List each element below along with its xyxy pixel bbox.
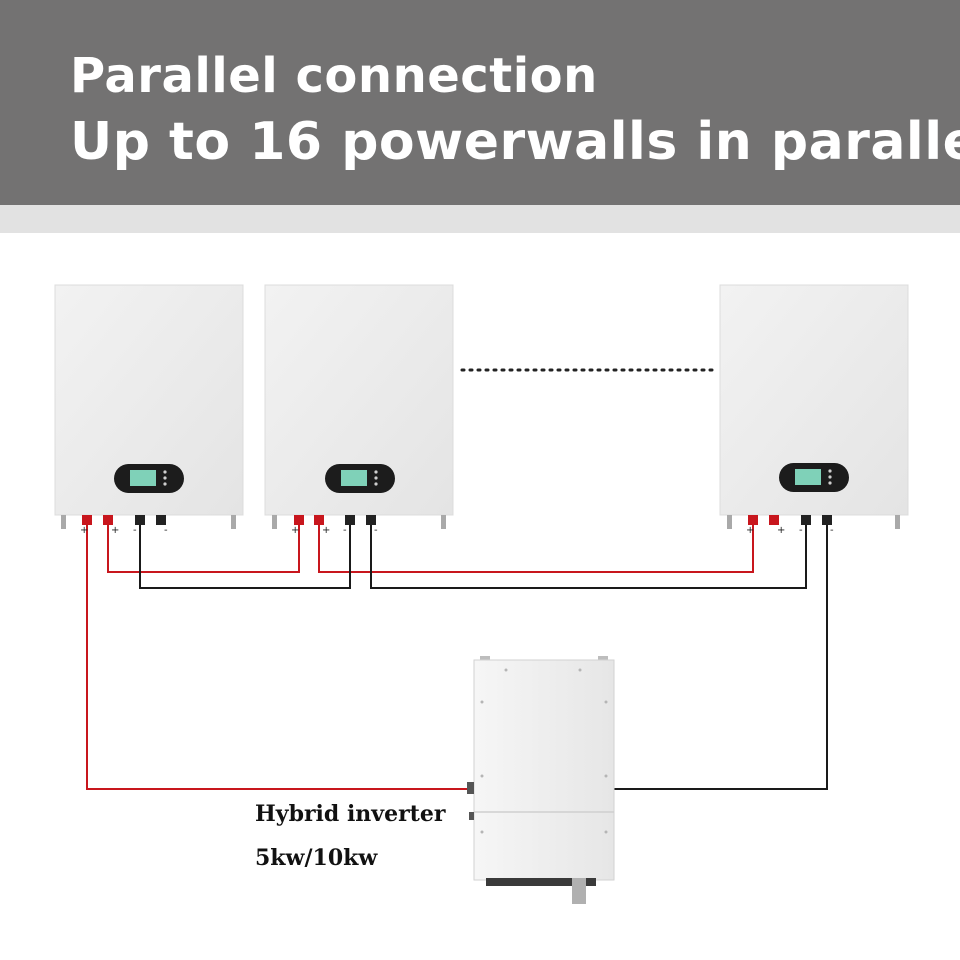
negative-wires	[139, 524, 828, 790]
inverter-body	[473, 659, 615, 881]
battery-last-foot-right	[895, 515, 900, 529]
battery-last-terminal-mark-2: +	[777, 525, 785, 536]
battery-2-terminal-mark-3: -	[343, 525, 347, 536]
inverter-top-bracket-right	[598, 656, 608, 662]
battery-1-neg-terminal-a	[135, 515, 145, 525]
battery-1-terminal-mark-4: -	[164, 525, 168, 536]
battery-last-neg-terminal-a	[801, 515, 811, 525]
battery-last-pos-terminal-a	[748, 515, 758, 525]
battery-1-pos-terminal-a	[82, 515, 92, 525]
battery-last-neg-terminal-b	[822, 515, 832, 525]
battery-last-terminal-mark-3: -	[799, 525, 803, 536]
battery-2-foot-left	[272, 515, 277, 529]
inverter-name-label: Hybrid inverter	[255, 801, 446, 827]
battery-2-foot-right	[441, 515, 446, 529]
battery-2-neg-terminal-a	[345, 515, 355, 525]
inverter-side-port-bottom	[469, 812, 474, 820]
terminal-markings: + + - - + + - - + + - -	[80, 525, 834, 536]
inverter-bottom-connectors	[486, 878, 596, 886]
battery-1-neg-terminal-b	[156, 515, 166, 525]
battery-2-terminal-mark-4: -	[374, 525, 378, 536]
battery-1-foot-left	[61, 515, 66, 529]
battery-last-screen	[795, 469, 821, 485]
battery-last-pos-terminal-b	[769, 515, 779, 525]
battery-2-screen	[341, 470, 367, 486]
inverter-switch	[572, 878, 586, 904]
battery-1-terminal-mark-3: -	[133, 525, 137, 536]
hybrid-inverter	[467, 656, 615, 904]
title-banner	[0, 0, 960, 205]
positive-wires	[86, 524, 754, 790]
battery-1-terminal-mark-1: +	[80, 525, 88, 536]
battery-1-pos-terminal-b	[103, 515, 113, 525]
title-line-1: Parallel connection	[70, 48, 598, 104]
positive-wire-2-last	[318, 524, 754, 573]
inverter-side-port-top	[467, 782, 474, 794]
inverter-rating-label: 5kw/10kw	[255, 845, 378, 871]
title-line-2: Up to 16 powerwalls in parallel	[70, 112, 960, 172]
battery-2-pos-terminal-a	[294, 515, 304, 525]
battery-2-terminal-mark-1: +	[291, 525, 299, 536]
banner-divider	[0, 205, 960, 233]
battery-2-terminal-mark-2: +	[322, 525, 330, 536]
positive-wire-inverter	[86, 524, 472, 790]
battery-2-neg-terminal-b	[366, 515, 376, 525]
positive-wire-1-2	[107, 524, 300, 573]
negative-wire-2-last	[370, 524, 807, 589]
battery-1-foot-right	[231, 515, 236, 529]
battery-last-terminal-mark-4: -	[830, 525, 834, 536]
battery-last	[719, 284, 909, 529]
battery-last-foot-left	[727, 515, 732, 529]
battery-2	[264, 284, 454, 529]
negative-wire-inverter	[614, 524, 828, 790]
negative-wire-1-2	[139, 524, 351, 589]
battery-1	[54, 284, 244, 529]
battery-2-pos-terminal-b	[314, 515, 324, 525]
inverter-top-bracket-left	[480, 656, 490, 662]
battery-1-terminal-mark-2: +	[111, 525, 119, 536]
battery-last-terminal-mark-1: +	[746, 525, 754, 536]
battery-1-screen	[130, 470, 156, 486]
